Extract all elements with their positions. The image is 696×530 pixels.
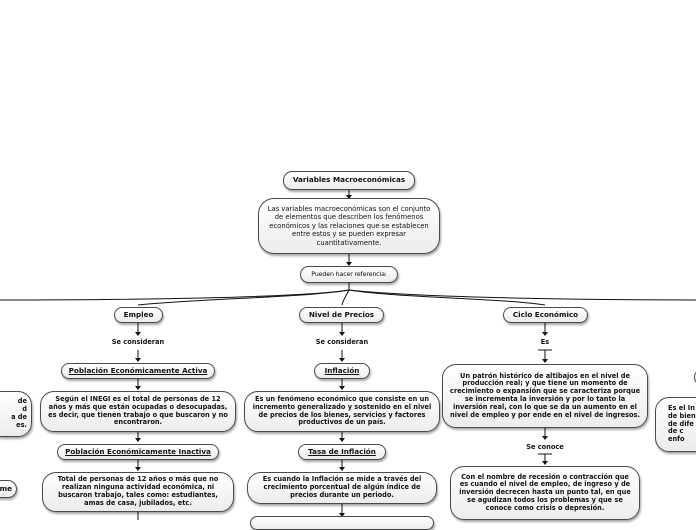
- pei-title-node[interactable]: Población Económicamente Inactiva: [57, 444, 219, 460]
- precios-title: Nivel de Precios: [308, 309, 375, 319]
- recesion-node[interactable]: Con el nombre de recesión o contracción …: [450, 466, 640, 520]
- empleo-title: Empleo: [123, 309, 154, 319]
- empleo-link-label: Se consideran: [108, 338, 168, 346]
- right-partial-node[interactable]: Es el In de bien de dife de c enfo: [655, 397, 696, 452]
- ciclo-definition: Un patrón histórico de altibajos en el n…: [449, 371, 641, 419]
- pea-text: Según el INEGI es el total de personas d…: [48, 394, 228, 427]
- left-partial-node[interactable]: de d a de es.: [0, 391, 32, 437]
- left-partial-small-text: me: [0, 483, 12, 493]
- root-title: Variables Macroeconómicas: [292, 175, 406, 185]
- pea-title: Población Económicamente Activa: [68, 365, 208, 375]
- precios-node[interactable]: Nivel de Precios: [299, 307, 384, 323]
- pei-text: Total de personas de 12 años o más que n…: [57, 475, 219, 507]
- ciclo-node[interactable]: Ciclo Económico: [503, 307, 588, 323]
- tasa-title: Tasa de Inflación: [308, 446, 376, 456]
- right-partial-text: Es el In de bien de dife de c enfo: [668, 404, 696, 444]
- recesion-text: Con el nombre de recesión o contracción …: [459, 472, 631, 512]
- root-title-node[interactable]: Variables Macroeconómicas: [283, 171, 415, 190]
- tasa-title-node[interactable]: Tasa de Inflación: [298, 444, 386, 460]
- precios-next-node[interactable]: [250, 516, 434, 530]
- pea-title-node[interactable]: Población Económicamente Activa: [61, 363, 215, 379]
- left-partial-text: de d a de es.: [11, 397, 27, 429]
- ciclo-title: Ciclo Económico: [512, 309, 579, 319]
- tasa-text-node[interactable]: Es cuando la Inflación se mide a través …: [247, 472, 437, 504]
- empleo-node[interactable]: Empleo: [114, 307, 163, 323]
- ciclo-link2-label: Se conoce: [520, 443, 570, 451]
- inflacion-title: Inflación: [324, 365, 360, 375]
- ciclo-link-label: Es: [535, 338, 555, 346]
- inflacion-text-node[interactable]: Es un fenómeno económico que consiste en…: [244, 391, 440, 432]
- tasa-text: Es cuando la Inflación se mide a través …: [262, 475, 422, 499]
- connector-node[interactable]: Pueden hacer referencia:: [300, 266, 398, 283]
- inflacion-title-node[interactable]: Inflación: [314, 363, 370, 379]
- pei-title: Población Económicamente Inactiva: [65, 446, 211, 456]
- root-description-node[interactable]: Las variables macroeconómicas son el con…: [258, 198, 440, 254]
- inflacion-text: Es un fenómeno económico que consiste en…: [252, 394, 432, 427]
- precios-link-label: Se consideran: [312, 338, 372, 346]
- ciclo-definition-node[interactable]: Un patrón histórico de altibajos en el n…: [442, 364, 648, 428]
- root-description: Las variables macroeconómicas son el con…: [267, 204, 431, 247]
- connector-label: Pueden hacer referencia:: [311, 270, 387, 279]
- pei-text-node[interactable]: Total de personas de 12 años o más que n…: [42, 472, 234, 512]
- pea-text-node[interactable]: Según el INEGI es el total de personas d…: [40, 391, 236, 432]
- left-partial-small-node[interactable]: me: [0, 480, 17, 498]
